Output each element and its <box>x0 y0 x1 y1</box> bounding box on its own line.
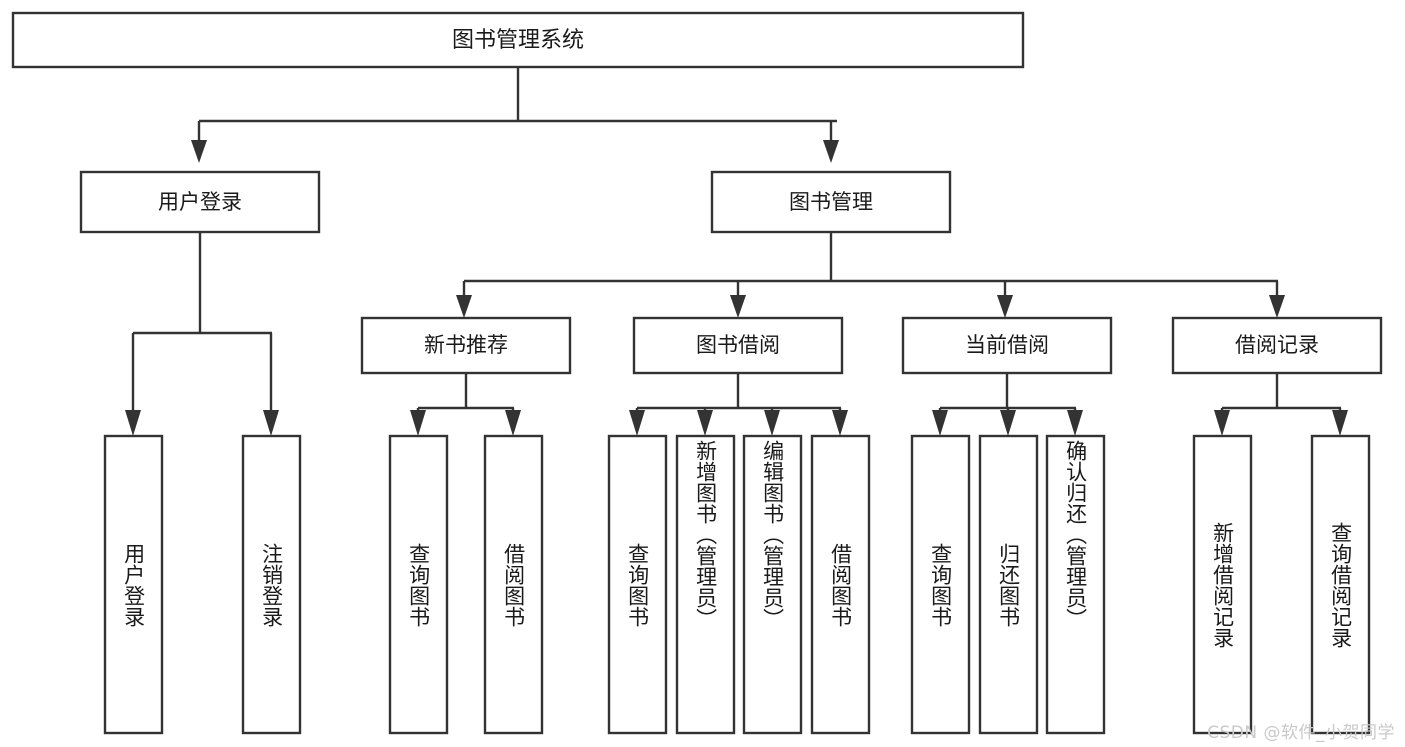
connector-book-borrow-to-leaves <box>629 373 848 436</box>
connector-user-login-to-leaves <box>125 232 279 436</box>
current-borrow-label: 当前借阅 <box>965 333 1049 357</box>
new-book-recommend-box <box>360 316 572 375</box>
connector-current-borrow-to-leaves <box>932 373 1083 436</box>
leaf-box-edit-book[interactable] <box>742 434 803 735</box>
connector-root-to-level2 <box>191 67 839 163</box>
connector-new-book-recommend-to-leaves <box>410 373 521 436</box>
arrow-head-icon <box>191 140 207 163</box>
leaf-box-query-book-1[interactable] <box>388 434 449 735</box>
connector-borrow-record-to-leaves <box>1214 373 1348 436</box>
node-current-borrow[interactable]: 当前借阅 <box>901 316 1113 375</box>
new-book-recommend-label: 新书推荐 <box>424 333 508 357</box>
connector-book-manage-to-level3 <box>456 232 1285 318</box>
arrow-head-icon <box>1214 410 1230 436</box>
node-new-book-recommend[interactable]: 新书推荐 <box>360 316 572 375</box>
leaf-box-query-book-2[interactable] <box>607 434 668 735</box>
leaf-box-borrow-book-2[interactable] <box>810 434 871 735</box>
user-login-label: 用户登录 <box>158 190 242 214</box>
leaf-box-user-logout[interactable] <box>241 434 302 735</box>
arrow-head-icon <box>410 410 426 436</box>
arrow-head-icon <box>697 410 713 436</box>
arrow-head-icon <box>764 410 780 436</box>
leaf-box-add-book[interactable] <box>675 434 736 735</box>
leaf-box-query-record[interactable] <box>1310 434 1371 735</box>
root-label: 图书管理系统 <box>452 28 584 53</box>
arrow-head-icon <box>263 410 279 436</box>
borrow-record-label: 借阅记录 <box>1235 333 1319 357</box>
node-root[interactable]: 图书管理系统 <box>11 11 1025 69</box>
user-login-box <box>79 170 321 234</box>
leaf-box-add-record[interactable] <box>1192 434 1253 735</box>
arrow-head-icon <box>1000 410 1016 436</box>
node-borrow-record[interactable]: 借阅记录 <box>1171 316 1383 375</box>
current-borrow-box <box>901 316 1113 375</box>
arrow-head-icon <box>505 410 521 436</box>
arrow-head-icon <box>832 410 848 436</box>
book-manage-label: 图书管理 <box>789 190 873 214</box>
leaf-box-borrow-book-1[interactable] <box>483 434 544 735</box>
leaf-box-return-book[interactable] <box>978 434 1039 735</box>
arrow-head-icon <box>629 410 645 436</box>
arrow-head-icon <box>456 295 472 318</box>
leaf-box-confirm-return[interactable] <box>1045 434 1106 735</box>
arrow-head-icon <box>1269 295 1285 318</box>
arrow-head-icon <box>730 295 746 318</box>
leaf-box-query-book-3[interactable] <box>910 434 971 735</box>
leaf-box-user-login[interactable] <box>103 434 164 735</box>
arrow-head-icon <box>932 410 948 436</box>
book-borrow-label: 图书借阅 <box>696 333 780 357</box>
csdn-watermark: CSDN @软件_小贺同学 <box>1207 723 1395 743</box>
arrow-head-icon <box>125 410 141 436</box>
node-user-login[interactable]: 用户登录 <box>79 170 321 234</box>
arrow-head-icon <box>997 295 1013 318</box>
node-book-manage[interactable]: 图书管理 <box>710 170 952 234</box>
arrow-head-icon <box>823 140 839 163</box>
node-book-borrow[interactable]: 图书借阅 <box>632 316 844 375</box>
arrow-head-icon <box>1067 410 1083 436</box>
arrow-head-icon <box>1332 410 1348 436</box>
root-box <box>11 11 1025 69</box>
